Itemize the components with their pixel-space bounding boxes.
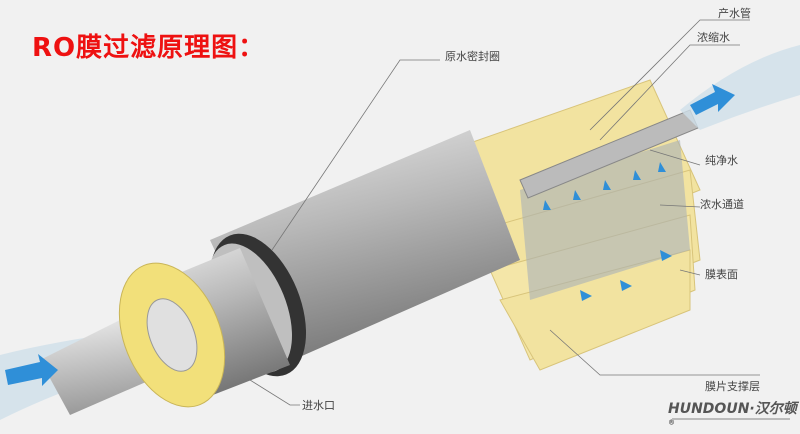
inlet-arrow-icon: [5, 354, 58, 386]
brand-logo: HUNDOUN·汉尔顿®: [668, 398, 800, 434]
outlet-water-stream: [680, 45, 800, 130]
label-membrane-surface: 膜表面: [705, 268, 738, 281]
label-inlet: 进水口: [302, 399, 335, 412]
leader-lines: [249, 19, 760, 406]
logo-underline: [672, 418, 790, 420]
outlet-arrow-icon: [690, 84, 735, 115]
flow-arrows: [543, 162, 672, 301]
label-membrane-support: 膜片支撑层: [705, 380, 760, 393]
label-seal-ring: 原水密封圈: [445, 50, 500, 63]
logo-text: HUNDOUN·汉尔顿: [668, 401, 797, 417]
logo-registered: ®: [668, 418, 675, 427]
label-pure-water: 纯净水: [705, 154, 738, 167]
page-title: RO膜过滤原理图：: [32, 33, 266, 63]
label-concentrate: 浓缩水: [697, 31, 730, 44]
label-concentrate-channel: 浓水通道: [700, 198, 744, 211]
membrane-sheets: [449, 79, 701, 371]
label-product-tube: 产水管: [718, 7, 751, 20]
